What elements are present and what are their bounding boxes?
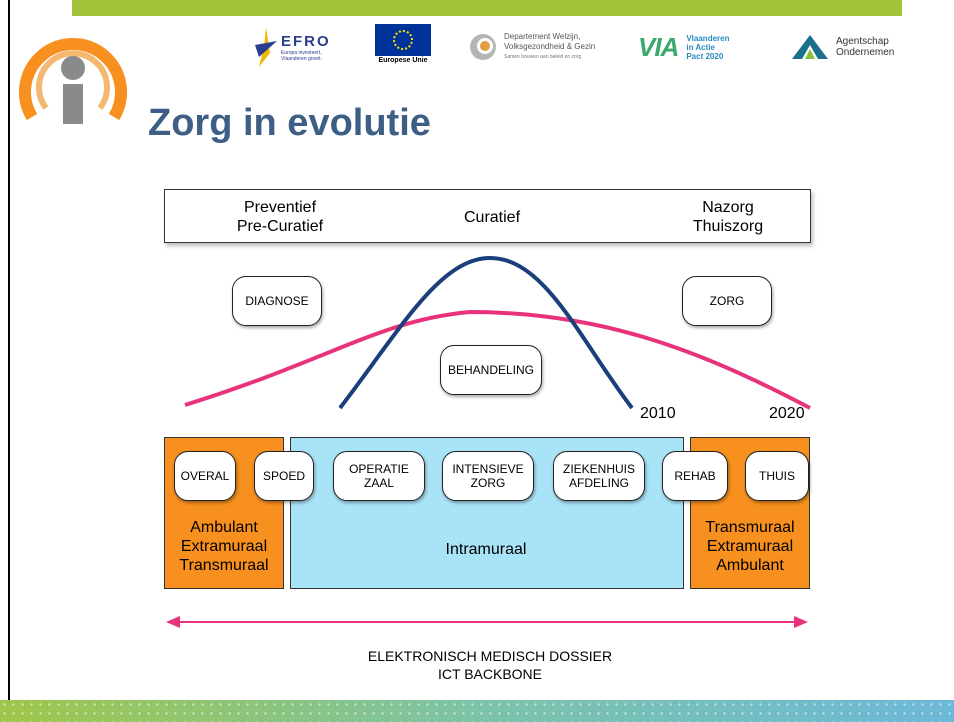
phase-left-line1: Preventief [243,199,317,216]
year-2020-label: 2020 [769,405,805,422]
blue-curve-2010 [338,255,634,410]
footer-line1: ELEKTRONISCH MEDISCH DOSSIER [367,648,613,664]
efro-logo: EFRO Europa investeert, Vlaanderen groei… [255,24,345,70]
phase-middle: Curatief [463,209,521,226]
pill-thuis: THUIS [745,451,809,501]
pill-rehab: REHAB [662,451,728,501]
agentschap-logo: Agentschap Ondernemen [790,24,905,70]
phase-right-line2: Thuiszorg [692,218,764,235]
efro-name: EFRO [281,32,331,50]
bubble-diagnose: DIAGNOSE [232,276,322,326]
via-logo: VIA Vlaanderen in Actie Pact 2020 [638,24,768,70]
pill-overal: OVERAL [174,451,236,501]
phase-right-line1: Nazorg [702,199,754,216]
phase-left-line2: Pre-Curatief [236,218,324,235]
eu-name: Europese Unie [378,57,428,64]
eu-logo: Europese Unie [372,24,434,70]
phase-left: Preventief Pre-Curatief [210,198,350,236]
bottom-gradient-bar [0,700,954,722]
bubble-zorg: ZORG [682,276,772,326]
efro-tagline: Europa investeert, Vlaanderen groeit. [281,49,322,62]
welzijn-line2: Volksgezondheid & Gezin [504,42,596,51]
welzijn-logo: Departement Welzijn, Volksgezondheid & G… [468,24,618,70]
phase-band [164,189,811,243]
via-line3: Pact 2020 [686,51,724,61]
welzijn-line3: Samen bouwen aan beleid en zorg [504,54,582,60]
agentschap-triangle-icon [792,35,828,59]
efro-star-icon [255,27,277,67]
left-border-line [8,0,10,700]
zone-right-label: Transmuraal Extramuraal Ambulant [705,519,795,574]
via-line1: Vlaanderen [686,33,730,43]
via-mark: VIA [638,31,679,62]
pink-curve-2020 [184,309,811,410]
agentschap-line1: Agentschap [836,36,889,47]
agentschap-line2: Ondernemen [836,47,895,58]
pill-operatie-zaal: OPERATIE ZAAL [333,451,425,501]
top-accent-bar [72,0,902,16]
pill-ziekenhuis-afdeling: ZIEKENHUIS AFDELING [553,451,645,501]
slide-title: Zorg in evolutie [148,102,431,144]
pill-intensieve-zorg: INTENSIEVE ZORG [442,451,534,501]
eu-flag-icon [375,24,431,56]
info-i-logo [19,38,127,124]
year-2010-label: 2010 [640,405,676,422]
zone-middle-label: Intramuraal [445,541,527,558]
welzijn-circle-icon [470,34,496,60]
welzijn-line1: Departement Welzijn, [504,32,581,41]
bubble-behandeling: BEHANDELING [440,345,542,395]
via-line2: in Actie [686,42,715,52]
pill-spoed: SPOED [254,451,314,501]
zone-left-label: Ambulant Extramuraal Transmuraal [179,519,269,574]
timeline-arrow [166,616,808,628]
phase-right: Nazorg Thuiszorg [668,198,788,236]
footer-line2: ICT BACKBONE [438,666,542,682]
